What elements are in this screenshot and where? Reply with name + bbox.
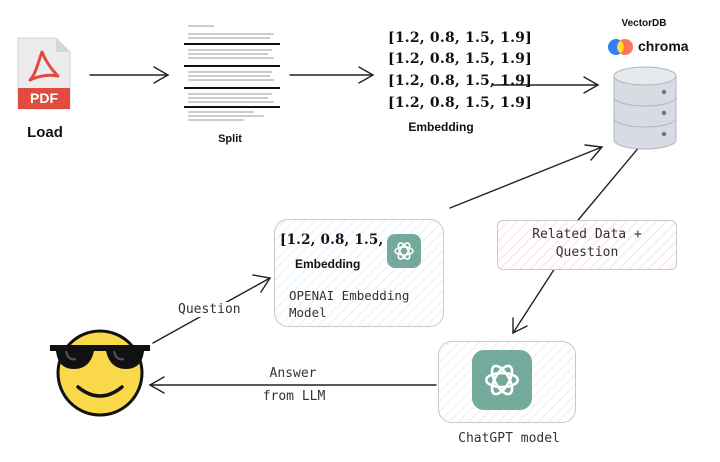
- openai-model-line1: OPENAI Embedding: [289, 288, 410, 303]
- embedding-label: Embedding: [408, 120, 474, 134]
- related-data-box: Related Data + Question: [497, 220, 677, 270]
- sunglasses-emoji-icon: [46, 321, 154, 419]
- chatgpt-label: ChatGPT model: [458, 431, 560, 446]
- vector-3: [1.2, 0.8, 1.5, 1.9]: [388, 73, 532, 89]
- arrow-openai-to-db: [449, 146, 603, 209]
- question-edge-label: Question: [176, 302, 243, 317]
- vector-4: [1.2, 0.8, 1.5, 1.9]: [388, 95, 532, 111]
- chatgpt-logo-icon: [472, 350, 532, 410]
- split-document-icon: [184, 20, 280, 130]
- openai-logo-icon: [387, 234, 421, 268]
- load-label: Load: [27, 124, 63, 141]
- answer-edge-label-line2: from LLM: [244, 389, 344, 404]
- pdf-file-icon: PDF: [16, 36, 72, 111]
- chroma-brand: chroma: [638, 38, 689, 54]
- vector-2: [1.2, 0.8, 1.5, 1.9]: [388, 51, 532, 67]
- split-label: Split: [218, 133, 242, 145]
- line-db-to-related: [573, 145, 641, 226]
- chatgpt-box: [438, 341, 576, 423]
- chroma-logo-icon: [607, 38, 635, 56]
- answer-edge-label-line1: Answer: [269, 366, 317, 381]
- openai-model-line2: Model: [289, 305, 327, 320]
- openai-embedding-label: Embedding: [295, 257, 361, 271]
- database-icon: [612, 66, 678, 150]
- openai-embedding-box: [1.2, 0.8, 1.5, 1.9] Embedding OPENAI Em…: [274, 219, 444, 327]
- vector-1: [1.2, 0.8, 1.5, 1.9]: [388, 30, 532, 46]
- openai-vector: [1.2, 0.8, 1.5, 1.9]: [280, 232, 384, 248]
- related-line1: Related Data +: [532, 227, 642, 242]
- arrow-related-to-chatgpt: [512, 267, 556, 334]
- vectordb-title: VectorDB: [621, 18, 667, 29]
- related-line2: Question: [555, 245, 619, 260]
- pdf-icon-text: PDF: [30, 90, 58, 106]
